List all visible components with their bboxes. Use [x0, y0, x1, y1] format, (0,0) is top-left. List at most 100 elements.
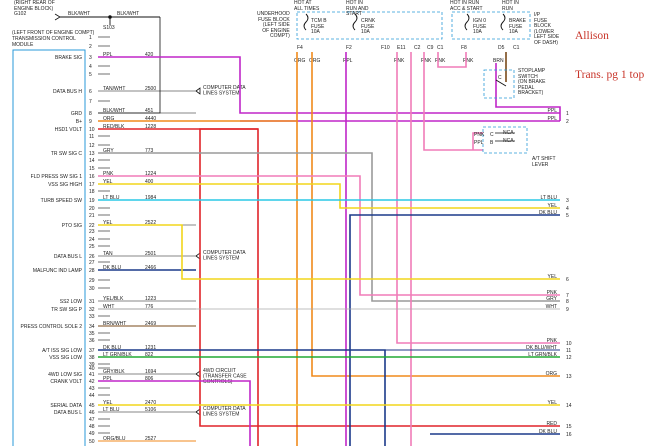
right-pin-number: 14 — [566, 403, 572, 409]
circuit-number: 2501 — [145, 251, 156, 257]
right-wire-label: YEL — [548, 400, 558, 406]
right-pin-number: 15 — [566, 424, 572, 430]
pin-number: 44 — [89, 393, 95, 399]
crank-ppl-wire — [98, 380, 251, 446]
pin-number: 10 — [89, 127, 95, 133]
right-pin-number: 10 — [566, 341, 572, 347]
pin-function-label: 4WD LOW SIG — [48, 372, 82, 378]
wire-color-label: GRY — [103, 148, 114, 154]
wire-color-label: TAN — [103, 251, 113, 257]
shift-lever-wire-label: PNK — [474, 132, 485, 138]
brake-signal-wire — [98, 56, 560, 114]
pin-number: 8 — [89, 111, 92, 117]
pin-function-label: TURB SPEED SW — [41, 198, 83, 204]
circuit-number: 4440 — [145, 116, 156, 122]
wire-color-label: PNK — [103, 171, 114, 177]
right-pin-number: 16 — [566, 432, 572, 438]
right-wire-label: PPL — [548, 108, 558, 114]
pin-number: 15 — [89, 166, 95, 172]
reference-label: LINES SYSTEM — [203, 256, 239, 262]
pin-function-label: DATA BUS H — [53, 89, 82, 95]
ign0-fuse-symbol — [464, 13, 470, 31]
stoplamp-switch-label: STOPLAMP SWITCH (ON BRAKE PEDAL BRACKET) — [518, 68, 546, 97]
circuit-number: 1694 — [145, 369, 156, 375]
pin-number: 43 — [89, 386, 95, 392]
reference-label: (TRANSFER CASE — [203, 374, 247, 380]
pin-number: 7 — [89, 99, 92, 105]
wire-color-label: LT BLU — [103, 407, 120, 413]
pin-number: 49 — [89, 431, 95, 437]
wire-color-label: ORG — [103, 116, 115, 122]
connector-label: C1 — [437, 45, 444, 51]
dkblu-right-wire — [349, 214, 560, 446]
pin-number: 19 — [89, 198, 95, 204]
right-pin-number: 9 — [566, 307, 569, 313]
stoplamp-output-wire — [495, 63, 561, 121]
pin-number: 13 — [89, 151, 95, 157]
wire-color-label: LT BLU — [103, 195, 120, 201]
pin-function-label: TR SW SIG C — [51, 151, 83, 157]
module-box — [12, 49, 86, 446]
circuit-number: 400 — [145, 179, 154, 185]
ground-to-module — [98, 17, 161, 114]
right-pin-number: 5 — [566, 213, 569, 219]
hot-at-all-times-label: HOT AT ALL TIMES — [294, 0, 320, 12]
right-wire-label: ORG — [546, 371, 558, 377]
circuit-number: 5106 — [145, 407, 156, 413]
shift-lever-pin-label: C — [490, 132, 494, 138]
vss-yel-wire — [98, 183, 560, 209]
stoplamp-connector-label: C — [498, 75, 502, 81]
pin-function-label: DATA BUS L — [54, 254, 82, 260]
top-wire-label: PNK — [421, 58, 432, 64]
pnk-pressure-wire — [98, 175, 560, 296]
hot-in-run-start-label: HOT IN RUN AND START — [346, 0, 369, 18]
stoplamp-switch-outline — [483, 69, 515, 99]
hot-in-run-label: HOT IN RUN — [502, 0, 519, 12]
ip-fuse-block-outline — [451, 11, 531, 40]
right-wire-label: PNK — [547, 338, 558, 344]
iss-dkblu-wire — [98, 349, 386, 446]
top-wire-label: PNK — [435, 58, 446, 64]
pin-number: 24 — [89, 237, 95, 243]
pin-number: 17 — [89, 182, 95, 188]
connector-label: C1 — [513, 45, 520, 51]
note-line-2: Trans. pg 1 top — [575, 69, 645, 81]
circuit-number: 1223 — [145, 296, 156, 302]
right-wire-label: YEL — [548, 274, 558, 280]
crnk-fuse-label: CRNK FUSE 10A — [361, 18, 376, 36]
pin-function-label: CRANK VOLT — [50, 379, 82, 385]
shift-lever-pin-label: B — [490, 140, 494, 146]
connector-label: C9 — [427, 45, 434, 51]
splice-dot — [108, 15, 112, 19]
tr-sw-gry-wire — [98, 152, 560, 302]
module-title: TRANSMISSION CONTROL MODULE — [12, 36, 76, 48]
pin-function-label: B+ — [76, 119, 82, 125]
pin-number: 20 — [89, 206, 95, 212]
underhood-fuse-block-outline — [296, 11, 443, 40]
connector-label: E11 — [397, 45, 406, 51]
right-pin-number: 6 — [566, 277, 569, 283]
top-wire-label: ORG — [309, 58, 321, 64]
right-pin-number: 11 — [566, 348, 571, 354]
pin-number: 9 — [89, 119, 92, 125]
right-pin-number: 13 — [566, 374, 572, 380]
splice-wire-left-label: BLK/WHT — [68, 11, 91, 17]
pin-number: 11 — [89, 134, 94, 140]
pnk-jumper — [437, 52, 467, 68]
wire-color-label: DK BLU — [103, 265, 121, 271]
circuit-number: 1984 — [145, 195, 156, 201]
wire-color-label: YEL/BLK — [103, 296, 124, 302]
right-wire-label: DK BLU — [539, 210, 557, 216]
right-wire-label: DK BLU/WHT — [526, 345, 557, 351]
ground-arrow — [54, 13, 61, 21]
shift-lever-label: A/T SHIFT LEVER — [532, 156, 556, 168]
connector-label: C2 — [414, 45, 421, 51]
pto-yel-wire — [98, 224, 560, 280]
brake-fuse-label: BRAKE FUSE 10A — [509, 18, 526, 36]
crnk-fuse-symbol — [352, 13, 358, 31]
circuit-number: 2469 — [145, 321, 156, 327]
top-wire-label: PPL — [343, 58, 353, 64]
right-pin-number: 7 — [566, 293, 569, 299]
